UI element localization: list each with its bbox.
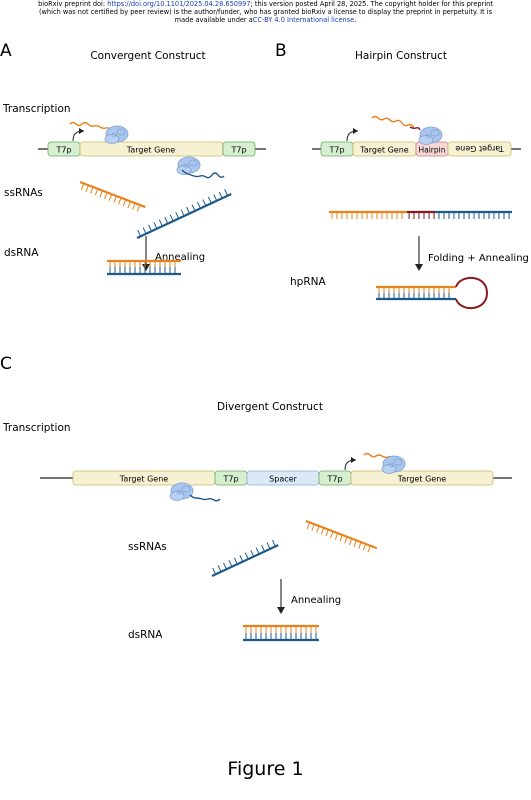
promoter-box bbox=[222, 141, 256, 157]
antisense-ssrna bbox=[136, 189, 232, 239]
ssrnas-label: ssRNAs bbox=[4, 187, 43, 199]
panel-a-title: Convergent Construct bbox=[90, 50, 205, 62]
spacer-label: Spacer bbox=[269, 475, 297, 484]
promoter-label: T7p bbox=[55, 146, 71, 155]
folding-annealing-label: Folding + Annealing bbox=[428, 253, 529, 264]
rna-polymerase-icon bbox=[169, 482, 194, 501]
antisense-ssrna bbox=[211, 539, 279, 577]
promoter-label: T7p bbox=[230, 146, 246, 155]
sense-transcript bbox=[69, 121, 113, 132]
dsrna-label: dsRNA bbox=[4, 247, 39, 259]
panel-b-title: Hairpin Construct bbox=[355, 50, 447, 62]
gene-label: Target Gene bbox=[119, 475, 168, 484]
hairpin-transcript-loop bbox=[409, 126, 421, 131]
figure-caption: Figure 1 bbox=[227, 758, 304, 780]
panel-c-letter: C bbox=[0, 354, 12, 374]
hairpin-transcript bbox=[371, 115, 415, 129]
gene-label: Target Gene bbox=[359, 146, 408, 155]
gene-label: Target Gene bbox=[126, 146, 175, 155]
gene-box bbox=[350, 470, 494, 486]
header-line-3: made available under aCC-BY 4.0 Internat… bbox=[0, 16, 531, 24]
sense-ssrna bbox=[79, 180, 146, 212]
sense-ssrna bbox=[305, 519, 378, 553]
dsrna-duplex bbox=[243, 624, 319, 642]
transcription-label: Transcription bbox=[2, 422, 71, 434]
antisense-transcript bbox=[189, 494, 221, 502]
panel-b-letter: B bbox=[275, 41, 287, 61]
preprint-header: bioRxiv preprint doi: https://doi.org/10… bbox=[0, 0, 531, 24]
annealing-label: Annealing bbox=[155, 252, 205, 263]
annealing-label: Annealing bbox=[291, 595, 341, 606]
header-text: ; this version posted April 28, 2025. Th… bbox=[250, 0, 493, 8]
promoter-label: T7p bbox=[222, 475, 238, 484]
promoter-label: T7p bbox=[328, 146, 344, 155]
transcription-label: Transcription bbox=[2, 103, 71, 115]
transcription-start-arrow-icon bbox=[344, 457, 357, 471]
gene-box-reversed bbox=[447, 141, 512, 157]
hprna-structure bbox=[376, 277, 489, 309]
panel-a-letter: A bbox=[0, 41, 12, 61]
dsrna-duplex bbox=[107, 259, 181, 276]
rna-polymerase-icon bbox=[176, 156, 201, 175]
transcription-start-arrow-icon bbox=[72, 128, 85, 142]
hairpin-label: Hairpin bbox=[418, 146, 445, 155]
license-link[interactable]: CC-BY 4.0 International license bbox=[252, 16, 355, 24]
antisense-transcript bbox=[181, 169, 225, 179]
gene-label-reversed: Target Gene bbox=[455, 144, 504, 153]
dsrna-label: dsRNA bbox=[128, 629, 163, 641]
gene-label: Target Gene bbox=[397, 475, 446, 484]
hprna-label: hpRNA bbox=[290, 276, 326, 288]
panel-c-title: Divergent Construct bbox=[217, 401, 323, 413]
header-text: bioRxiv preprint doi: bbox=[38, 0, 108, 8]
header-text: made available under a bbox=[174, 16, 253, 24]
doi-link[interactable]: https://doi.org/10.1101/2025.04.28.65099… bbox=[107, 0, 251, 8]
header-text: . bbox=[354, 16, 357, 24]
header-line-2: (which was not certified by peer review)… bbox=[38, 8, 493, 16]
ssrnas-label: ssRNAs bbox=[128, 541, 167, 553]
header-line-1: bioRxiv preprint doi: https://doi.org/10… bbox=[0, 0, 531, 8]
rna-polymerase-icon bbox=[104, 125, 129, 144]
promoter-label: T7p bbox=[326, 475, 342, 484]
hairpin-ssrna bbox=[329, 210, 512, 219]
transcription-start-arrow-icon bbox=[346, 128, 359, 142]
